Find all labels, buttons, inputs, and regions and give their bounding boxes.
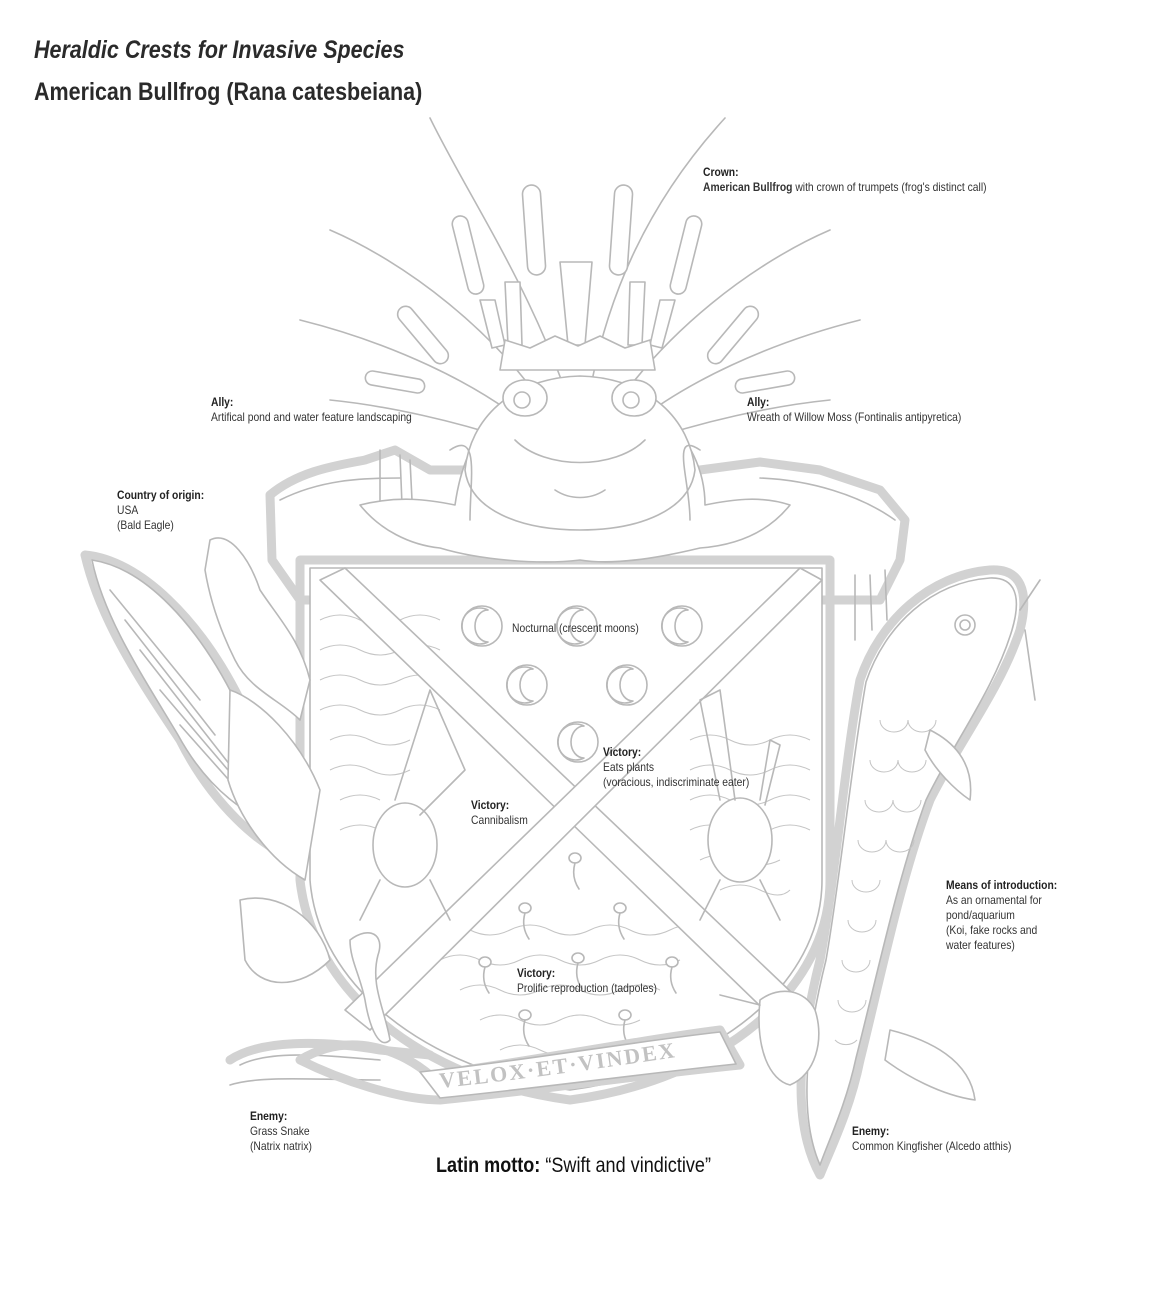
annotation-text: Prolific reproduction (tadpoles) <box>517 981 657 995</box>
annotation-body: American Bullfrog with crown of trumpets… <box>703 180 987 195</box>
crescent-moons <box>461 605 703 763</box>
annotation-text: Eats plants <box>603 760 655 774</box>
annotation-text: Artifical pond and water feature landsca… <box>211 410 412 424</box>
annotation-crown: Crown: American Bullfrog with crown of t… <box>703 165 987 195</box>
annotation-country: Country of origin: USA (Bald Eagle) <box>117 488 204 533</box>
annotation-victory-cannibalism: Victory: Cannibalism <box>471 798 528 828</box>
annotation-ally-right: Ally: Wreath of Willow Moss (Fontinalis … <box>747 395 961 425</box>
annotation-text: (Koi, fake rocks and <box>946 923 1038 937</box>
annotation-enemy-right: Enemy: Common Kingfisher (Alcedo atthis) <box>852 1124 1011 1154</box>
annotation-heading: Means of introduction: <box>946 878 1058 892</box>
annotation-nocturnal: Nocturnal (crescent moons) <box>512 621 639 636</box>
annotation-text: Nocturnal (crescent moons) <box>512 621 639 635</box>
annotation-text: Grass Snake <box>250 1124 310 1138</box>
small-frogs <box>359 689 781 921</box>
annotation-text: Common Kingfisher (Alcedo atthis) <box>852 1139 1012 1153</box>
annotation-victory-plants: Victory: Eats plants (voracious, indiscr… <box>603 745 749 790</box>
annotation-heading: Ally: <box>211 395 234 409</box>
annotation-text: Cannibalism <box>471 813 528 827</box>
annotation-bold: American Bullfrog <box>703 180 793 194</box>
annotation-text: water features) <box>946 938 1015 952</box>
annotation-introduction: Means of introduction: As an ornamental … <box>946 878 1057 953</box>
shield <box>295 555 835 1105</box>
latin-motto: Latin motto: “Swift and vindictive” <box>436 1154 711 1178</box>
annotation-ally-left: Ally: Artifical pond and water feature l… <box>211 395 412 425</box>
annotation-text: USA <box>117 503 139 517</box>
annotation-text: Wreath of Willow Moss (Fontinalis antipy… <box>747 410 962 424</box>
motto-label: Latin motto: <box>436 1154 541 1177</box>
annotation-text: (Natrix natrix) <box>250 1139 312 1153</box>
annotation-text: with crown of trumpets (frog's distinct … <box>792 180 987 194</box>
annotation-text: As an ornamental for <box>946 893 1042 907</box>
annotation-victory-reproduction: Victory: Prolific reproduction (tadpoles… <box>517 966 657 996</box>
bullfrog <box>359 375 791 563</box>
page-title: Heraldic Crests for Invasive Species <box>34 36 405 64</box>
annotation-enemy-left: Enemy: Grass Snake (Natrix natrix) <box>250 1109 312 1154</box>
annotation-heading: Ally: <box>747 395 770 409</box>
koi-fish <box>796 565 1041 1180</box>
kingfisher <box>719 990 820 1086</box>
page-subtitle: American Bullfrog (Rana catesbeiana) <box>34 78 423 106</box>
tadpoles <box>478 852 679 1047</box>
annotation-heading: Crown: <box>703 165 739 179</box>
annotation-text: (voracious, indiscriminate eater) <box>603 775 750 789</box>
annotation-text: (Bald Eagle) <box>117 518 174 532</box>
motto-translation: “Swift and vindictive” <box>540 1154 711 1177</box>
annotation-heading: Victory: <box>603 745 642 759</box>
annotation-heading: Country of origin: <box>117 488 205 502</box>
annotation-heading: Victory: <box>517 966 556 980</box>
rock-mound <box>265 445 910 641</box>
annotation-heading: Victory: <box>471 798 510 812</box>
annotation-heading: Enemy: <box>852 1124 890 1138</box>
annotation-text: pond/aquarium <box>946 908 1015 922</box>
bald-eagle <box>80 537 331 984</box>
annotation-heading: Enemy: <box>250 1109 288 1123</box>
